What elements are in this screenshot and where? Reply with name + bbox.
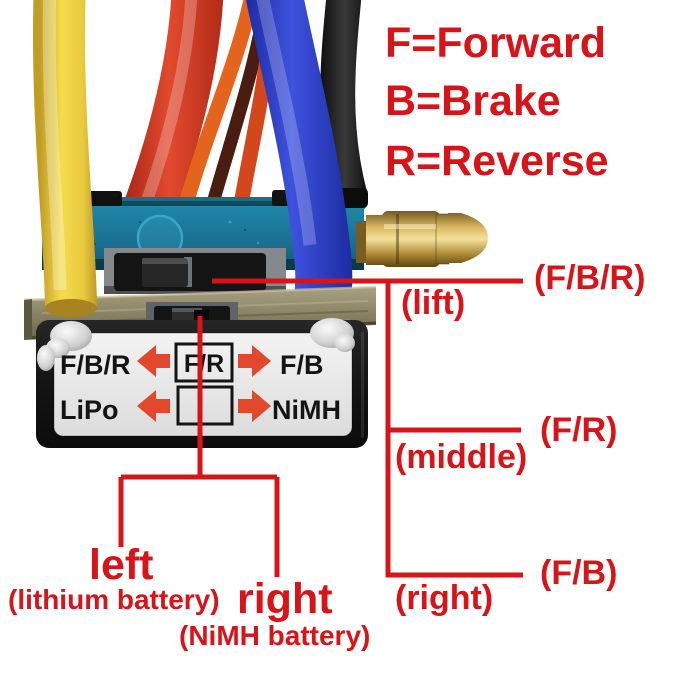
legend-reverse: R=Reverse	[385, 137, 609, 185]
annotation-right-option: right	[237, 575, 333, 623]
legend-forward: F=Forward	[385, 19, 607, 67]
top-switch-leader-line	[212, 278, 523, 578]
label-row1-center-text: F/R	[184, 350, 224, 378]
legend-brake: B=Brake	[385, 77, 561, 125]
annotation-right-option-sub: (NiMH battery)	[179, 620, 371, 651]
annotation-right-value: (F/B)	[540, 554, 618, 592]
black-wire	[320, 0, 367, 201]
label-row2-left-text: LiPo	[60, 395, 119, 425]
label-row1-right-text: F/B	[280, 350, 324, 380]
annotation-lift-position: (lift)	[401, 284, 466, 322]
annotation-middle-position: (middle)	[395, 438, 528, 476]
mode-switch	[104, 248, 286, 294]
annotation-left-option: left	[89, 541, 154, 589]
label-row1-left-text: F/B/R	[60, 350, 131, 380]
bullet-connector	[356, 211, 488, 267]
bottom-switch-leader-line	[118, 316, 280, 577]
left-arrow-icon	[137, 345, 170, 377]
left-arrow-icon	[137, 390, 170, 422]
right-arrow-icon	[238, 390, 271, 422]
settings-label-content: F/B/R F/R F/B LiPo NiMH	[60, 342, 341, 426]
annotation-right-position: (right)	[395, 579, 494, 617]
label-row2-right-text: NiMH	[272, 395, 341, 425]
row2-switch-box	[176, 385, 234, 426]
yellow-wire	[32, 0, 97, 317]
settings-label	[53, 332, 353, 437]
annotation-middle-value: (F/R)	[540, 411, 618, 449]
annotation-lift-value: (F/B/R)	[534, 259, 646, 297]
annotation-left-option-sub: (lithium battery)	[8, 584, 220, 615]
right-arrow-icon	[238, 345, 271, 377]
solder-blobs	[37, 318, 355, 371]
row1-switch-box	[174, 342, 234, 383]
